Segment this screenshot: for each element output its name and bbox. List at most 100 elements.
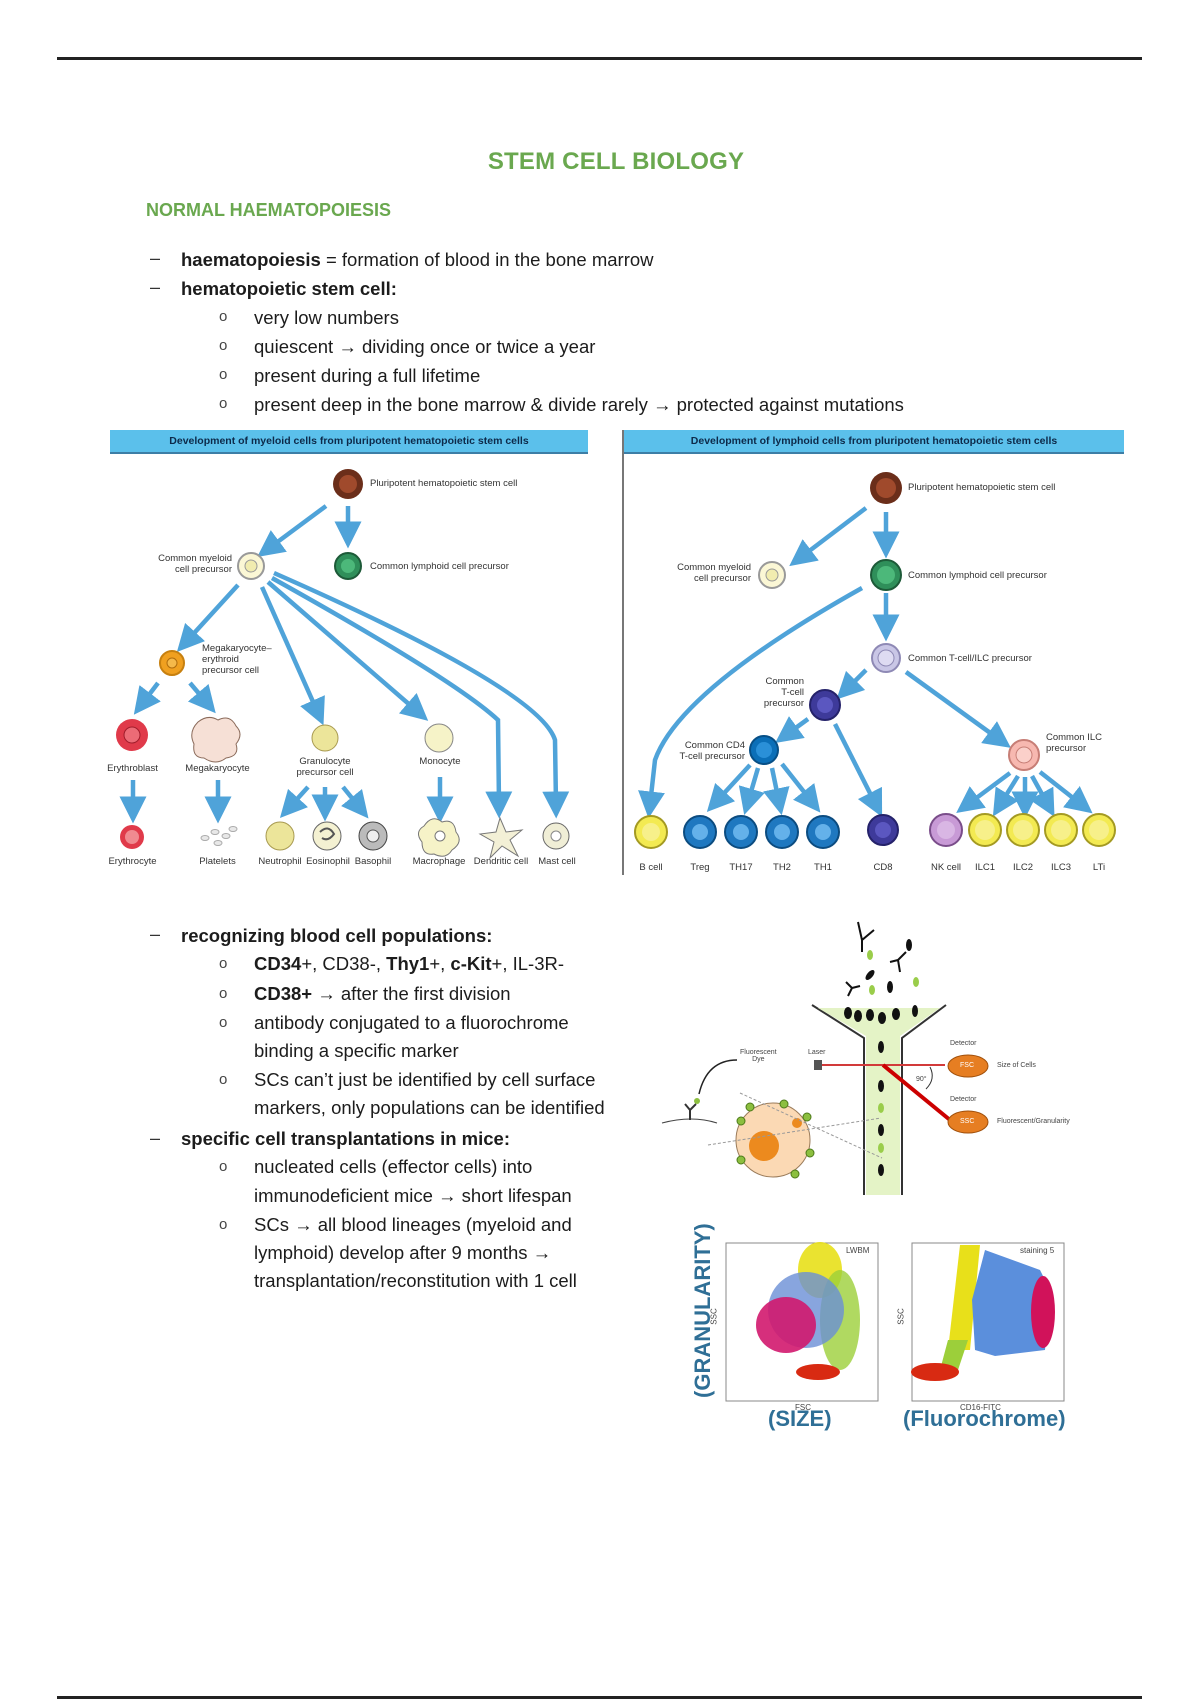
section-heading: NORMAL HAEMATOPOIESIS <box>146 200 392 220</box>
sub-bullet-cont: transplantation/reconstitution with 1 ce… <box>254 1270 577 1291</box>
label-ilc2: ILC2 <box>1012 862 1034 873</box>
population-red <box>796 1364 840 1380</box>
sub-bullet-cont: markers, only populations can be identif… <box>254 1097 605 1118</box>
sub-bullet: nucleated cells (effector cells) into <box>254 1156 533 1177</box>
label-b-cell: B cell <box>639 862 663 873</box>
label-ilc1: ILC1 <box>974 862 996 873</box>
dash-bullet: – <box>150 277 161 297</box>
circle-bullet: o <box>219 985 228 1002</box>
sub-bullet: present during a full lifetime <box>254 365 481 386</box>
circle-bullet: o <box>219 337 228 354</box>
circle-bullet: o <box>219 1014 228 1031</box>
sub-bullet-cont: binding a specific marker <box>254 1040 459 1061</box>
label-fluorescent-granularity: Fluorescent/Granularity <box>997 1118 1070 1125</box>
label-ssc: SSC <box>960 1118 975 1125</box>
myeloid-diagram <box>116 469 570 860</box>
label-hsc: Pluripotent hematopoietic stem cell <box>908 482 1056 493</box>
label-hsc: Pluripotent hematopoietic stem cell <box>370 478 518 489</box>
population-green <box>940 1340 968 1370</box>
label-detector-fsc: Detector <box>950 1040 977 1047</box>
bullet-haematopoiesis: haematopoiesis = formation of blood in t… <box>181 246 654 274</box>
sub-bullet: SCs can’t just be identified by cell sur… <box>254 1069 596 1090</box>
term: hematopoietic stem cell: <box>181 278 397 299</box>
label-platelets: Platelets <box>199 856 236 867</box>
bullet-transplantations: specific cell transplantations in mice: <box>181 1125 510 1153</box>
sub-bullet: antibody conjugated to a fluorochrome <box>254 1012 569 1033</box>
label-fsc: FSC <box>960 1062 974 1069</box>
label-laser: Laser <box>808 1049 826 1056</box>
sub-bullet: present deep in the bone marrow & divide… <box>254 394 904 415</box>
label-basophil: Basophil <box>354 856 392 867</box>
term: specific cell transplantations in mice: <box>181 1128 510 1149</box>
sub-bullet-markers: CD34+, CD38-, Thy1+, c-Kit+, IL-3R- <box>254 953 565 974</box>
sub-bullet-cont: immunodeficient mice → short lifespan <box>254 1185 572 1206</box>
dash-bullet: – <box>150 1128 161 1148</box>
label-tilc: Common T-cell/ILC precursor <box>908 653 1032 664</box>
population-magenta <box>1031 1276 1055 1348</box>
page-title: STEM CELL BIOLOGY <box>487 148 745 175</box>
label-nk-cell: NK cell <box>930 862 962 873</box>
circle-bullet: o <box>219 308 228 325</box>
label-treg: Treg <box>690 862 710 873</box>
plot2-y-axis-label: SSC <box>896 1308 906 1325</box>
circle-bullet: o <box>219 1216 228 1233</box>
label-th1: TH1 <box>814 862 832 873</box>
population-yellow <box>948 1245 980 1350</box>
label-size-of-cells: Size of Cells <box>997 1062 1036 1069</box>
label-megakaryocyte: Megakaryocyte <box>185 763 250 774</box>
label-lti: LTi <box>1092 862 1106 873</box>
size-label: (SIZE) <box>768 1406 832 1431</box>
plot2-tag: staining 5 <box>1020 1246 1055 1255</box>
lymphoid-figure-border <box>622 430 624 875</box>
bullet-recognizing: recognizing blood cell populations: <box>181 922 492 950</box>
label-ilc3: ILC3 <box>1050 862 1072 873</box>
circle-bullet: o <box>219 955 228 972</box>
label-dendritic-cell: Dendritic cell <box>473 856 529 867</box>
flow-cytometer-diagram <box>661 921 989 1195</box>
sub-bullet-cont: lymphoid) develop after 9 months → <box>254 1242 552 1263</box>
label-erythrocyte: Erythrocyte <box>108 856 157 867</box>
lymphoid-diagram <box>634 472 1116 849</box>
sub-bullet: SCs → all blood lineages (myeloid and <box>254 1214 572 1235</box>
label-th17: TH17 <box>729 862 753 873</box>
population-blue <box>972 1250 1050 1356</box>
circle-bullet: o <box>219 1071 228 1088</box>
label-clp: Common lymphoid cell precursor <box>370 561 509 572</box>
lymphoid-bottom-cells <box>634 813 1116 849</box>
plot1-tag: LWBM <box>846 1246 870 1255</box>
bullet-hsc: hematopoietic stem cell: <box>181 275 397 303</box>
label-angle: 90° <box>916 1076 927 1083</box>
label-monocyte: Monocyte <box>419 756 461 767</box>
scatter-plots <box>725 1242 1065 1402</box>
term: recognizing blood cell populations: <box>181 925 493 946</box>
label-clp: Common lymphoid cell precursor <box>908 570 1047 581</box>
label-erythroblast: Erythroblast <box>107 763 158 774</box>
label-detector-ssc: Detector <box>950 1096 977 1103</box>
circle-bullet: o <box>219 366 228 383</box>
term: haematopoiesis <box>181 249 321 270</box>
bottom-rule <box>57 1696 1142 1699</box>
dash-bullet: – <box>150 924 161 944</box>
population-red <box>911 1363 959 1381</box>
label-neutrophil: Neutrophil <box>258 856 302 867</box>
granularity-label: (GRANULARITY) <box>690 1223 715 1398</box>
label-eosinophil: Eosinophil <box>306 856 350 867</box>
circle-bullet: o <box>219 1158 228 1175</box>
sub-bullet: quiescent → dividing once or twice a yea… <box>254 336 596 357</box>
top-rule <box>57 57 1142 60</box>
fluorochrome-label: (Fluorochrome) <box>903 1406 1066 1431</box>
label-th2: TH2 <box>773 862 791 873</box>
label-macrophage: Macrophage <box>412 856 466 867</box>
population-magenta <box>756 1297 816 1353</box>
label-cd8: CD8 <box>873 862 893 873</box>
definition: = formation of blood in the bone marrow <box>320 249 654 270</box>
plot2-x-axis-label: CD16-FITC <box>960 1403 1001 1412</box>
